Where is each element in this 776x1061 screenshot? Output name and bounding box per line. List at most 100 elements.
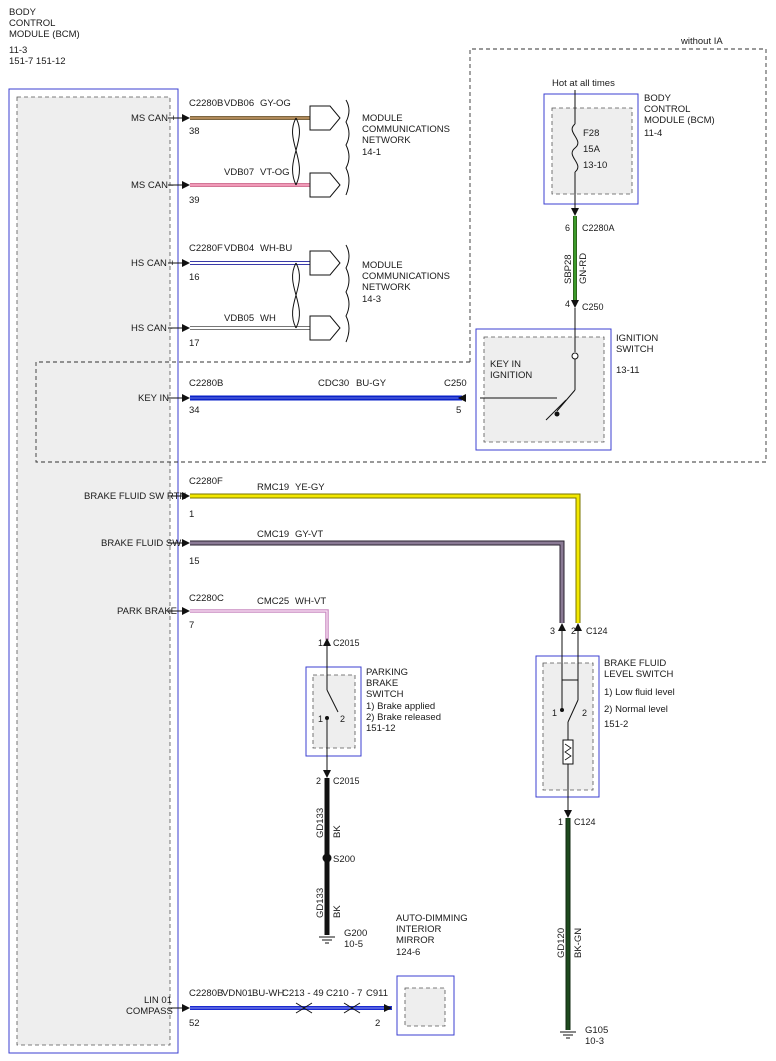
circuit-vdb06: VDB06 — [224, 98, 254, 109]
circuit-cdc30: CDC30 — [318, 378, 349, 389]
pb-title-5: 2) Brake released — [366, 712, 441, 723]
bfl-title-1: BRAKE FLUID — [604, 658, 666, 669]
color-bu-wh: BU-WH — [252, 988, 284, 999]
color-vt-og: VT-OG — [260, 167, 290, 178]
ms-network-line-1: MODULE — [362, 113, 403, 124]
ms-network-label: MODULE COMMUNICATIONS NETWORK 14-1 — [362, 113, 450, 158]
pin-label-hs-can-minus: HS CAN - — [131, 323, 173, 334]
pb-pin-top: 1 — [318, 638, 323, 648]
hs-network-label: MODULE COMMUNICATIONS NETWORK 14-3 — [362, 260, 450, 305]
gd120-circuit-label: GD120 — [556, 928, 567, 958]
mirror-title-3: MIRROR — [396, 935, 435, 946]
bcm-title-line-5: 151-7 151-12 — [9, 56, 66, 67]
pb-title-2: BRAKE — [366, 678, 398, 689]
bfl-title-5: 151-2 — [604, 719, 628, 730]
hs-can-plus-circuit[interactable]: HS CAN + C2280F VDB04 WH-BU 16 — [131, 243, 341, 283]
bfl-pos-2: 2 — [582, 708, 587, 718]
pin-label-lin01: LIN 01 — [144, 995, 172, 1006]
pin-label-hs-can-plus: HS CAN + — [131, 258, 176, 269]
ignition-title-2: SWITCH — [616, 344, 654, 355]
circuit-vdb05: VDB05 — [224, 313, 254, 324]
ms-can-minus-circuit[interactable]: MS CAN - VDB07 VT-OG 39 — [131, 167, 341, 206]
fuse-rating: 15A — [583, 144, 601, 155]
hs-network-line-3: NETWORK — [362, 282, 411, 293]
pin-1-rtn: 1 — [189, 509, 194, 520]
bcm-title: BODY CONTROL MODULE (BCM) 11-3 151-7 151… — [9, 7, 80, 67]
connector-c2280f-hs: C2280F — [189, 243, 223, 254]
brake-fluid-sw-circuit[interactable]: BRAKE FLUID SW CMC19 GY-VT 15 — [101, 529, 565, 623]
key-in-circuit[interactable]: KEY IN C2280B CDC30 BU-GY 34 C250 5 — [138, 378, 467, 416]
lin01-circuit[interactable]: LIN 01 COMPASS C2280B VDN01 BU-WH 52 C21… — [126, 988, 392, 1029]
ground-g105: G105 — [585, 1025, 608, 1036]
color-bu-gy: BU-GY — [356, 378, 387, 389]
ms-can-plus-circuit[interactable]: MS CAN + C2280B VDB06 GY-OG 38 — [131, 98, 341, 137]
bfl-connector-top: C124 — [586, 626, 608, 636]
ground-g105-ref: 10-3 — [585, 1036, 604, 1047]
bcm-power-title-4: 11-4 — [644, 128, 662, 139]
parking-brake-switch[interactable]: 1 C2015 1 2 PARKING BRAKE SWITCH 1) Brak… — [305, 638, 441, 770]
hs-can-minus-circuit[interactable]: HS CAN - VDB05 WH 17 — [131, 313, 341, 349]
mirror-title-4: 124-6 — [396, 947, 420, 958]
lin01-far-connector: C911 — [366, 988, 388, 999]
connector-c2280b-top: C2280B — [189, 98, 223, 109]
brake-fluid-level-switch[interactable]: 3 2 C124 1 2 BRAKE FLUID LEVEL SWITCH 1)… — [535, 623, 675, 810]
fuse-name: F28 — [583, 128, 599, 139]
pin-17: 17 — [189, 338, 200, 349]
bcm-module-inner — [16, 96, 171, 1046]
ignition-switch[interactable]: KEY IN IGNITION IGNITION SWITCH 13-11 — [475, 308, 658, 451]
pb-title-1: PARKING — [366, 667, 408, 678]
brake-fluid-contact — [567, 699, 579, 723]
sbp28-pin-top: 6 — [565, 223, 570, 233]
bcm-power-section[interactable]: Hot at all times F28 15A 13-10 BODY CONT… — [543, 78, 715, 216]
hs-network-line-1: MODULE — [362, 260, 403, 271]
pin-label-compass: COMPASS — [126, 1006, 173, 1017]
ground-g105-icon — [560, 1031, 576, 1039]
hs-can-minus-plug — [309, 315, 341, 341]
circuit-cmc25: CMC25 — [257, 596, 289, 607]
without-ia-label: without IA — [680, 36, 723, 47]
circuit-vdb07: VDB07 — [224, 167, 254, 178]
pb-title-6: 151-12 — [366, 723, 396, 734]
bcm-title-line-2: CONTROL — [9, 18, 55, 29]
ignition-title-1: IGNITION — [616, 333, 658, 344]
brake-fluid-sw-rtn-circuit[interactable]: BRAKE FLUID SW RTN C2280F RMC19 YE-GY 1 — [84, 476, 581, 623]
pin-label-ms-can-minus: MS CAN - — [131, 180, 174, 191]
splice-s200-icon — [322, 853, 332, 863]
mirror-title-2: INTERIOR — [396, 924, 442, 935]
ignition-title-3: 13-11 — [616, 365, 640, 376]
gd120-color-label: BK-GN — [573, 928, 584, 958]
hs-can-brace — [345, 244, 350, 343]
ground-g200-icon — [319, 936, 335, 944]
sbp28-color-label: GN-RD — [578, 253, 589, 284]
ms-can-twist — [292, 117, 300, 186]
bfl-pin-3: 3 — [550, 626, 555, 636]
pin-label-ms-can-plus: MS CAN + — [131, 113, 177, 124]
key-in-far-connector: C250 — [444, 378, 467, 389]
pin-16: 16 — [189, 272, 200, 283]
splice-s200: S200 — [333, 854, 355, 865]
bfl-pos-1: 1 — [552, 708, 557, 718]
circuit-vdb04: VDB04 — [224, 243, 254, 254]
inline-c210-icon — [343, 1002, 361, 1014]
circuit-rmc19: RMC19 — [257, 482, 289, 493]
sbp28-circuit[interactable]: 6 C2280A SBP28 GN-RD 4 C250 — [563, 216, 615, 312]
gd133-circuit[interactable]: 2 C2015 GD133 BK S200 GD133 BK G200 10-5 — [315, 770, 367, 950]
sbp28-connector-bottom: C250 — [582, 302, 604, 312]
park-brake-circuit[interactable]: PARK BRAKE C2280C CMC25 WH-VT 7 — [117, 593, 331, 646]
gd120-circuit[interactable]: 1 C124 GD120 BK-GN G105 10-3 — [556, 810, 608, 1047]
hs-network-line-4: 14-3 — [362, 294, 381, 305]
hs-can-plus-plug — [309, 250, 341, 276]
rtn-connector: C2280F — [189, 476, 223, 487]
hot-at-all-times: Hot at all times — [552, 78, 615, 89]
gd133-color-label-1: BK — [332, 825, 343, 838]
bfl-connector-bottom: C124 — [574, 817, 596, 827]
bcm-power-title-1: BODY — [644, 93, 672, 104]
bcm-power-title-2: CONTROL — [644, 104, 690, 115]
sbp28-circuit-label: SBP28 — [563, 254, 574, 284]
parking-brake-contact — [326, 689, 339, 713]
pin-39: 39 — [189, 195, 200, 206]
auto-dimming-mirror[interactable]: AUTO-DIMMING INTERIOR MIRROR 124-6 — [396, 913, 468, 1036]
ignition-inner-2: IGNITION — [490, 370, 532, 381]
ms-can-plus-plug — [309, 105, 341, 131]
